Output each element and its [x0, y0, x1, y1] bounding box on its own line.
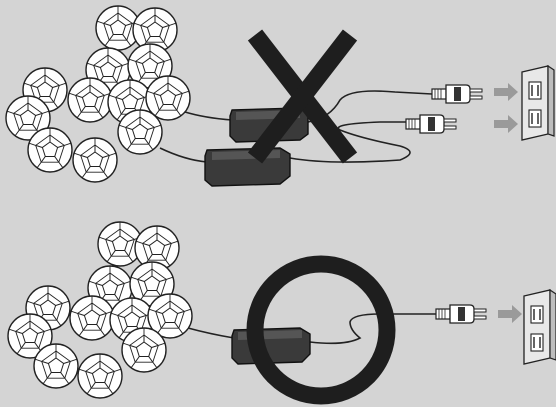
correct-connection-illustration: [0, 204, 556, 407]
insert-arrow-icon: [498, 305, 522, 323]
panel-incorrect: [0, 0, 556, 204]
insert-arrow-icon: [494, 83, 518, 101]
light-cluster-icon: [6, 6, 190, 182]
panel-correct: [0, 204, 556, 407]
plug-icon: [436, 305, 486, 323]
adapter-2: [205, 148, 290, 186]
plug-2-icon: [406, 115, 456, 133]
light-cluster-icon: [8, 222, 192, 398]
cross-icon: [255, 35, 350, 158]
cords: [188, 314, 436, 343]
wall-outlet-icon: [522, 66, 554, 140]
plug-1-icon: [432, 85, 482, 103]
incorrect-connection-illustration: [0, 0, 556, 204]
insert-arrow-icon: [494, 115, 518, 133]
wall-outlet-icon: [524, 290, 556, 364]
